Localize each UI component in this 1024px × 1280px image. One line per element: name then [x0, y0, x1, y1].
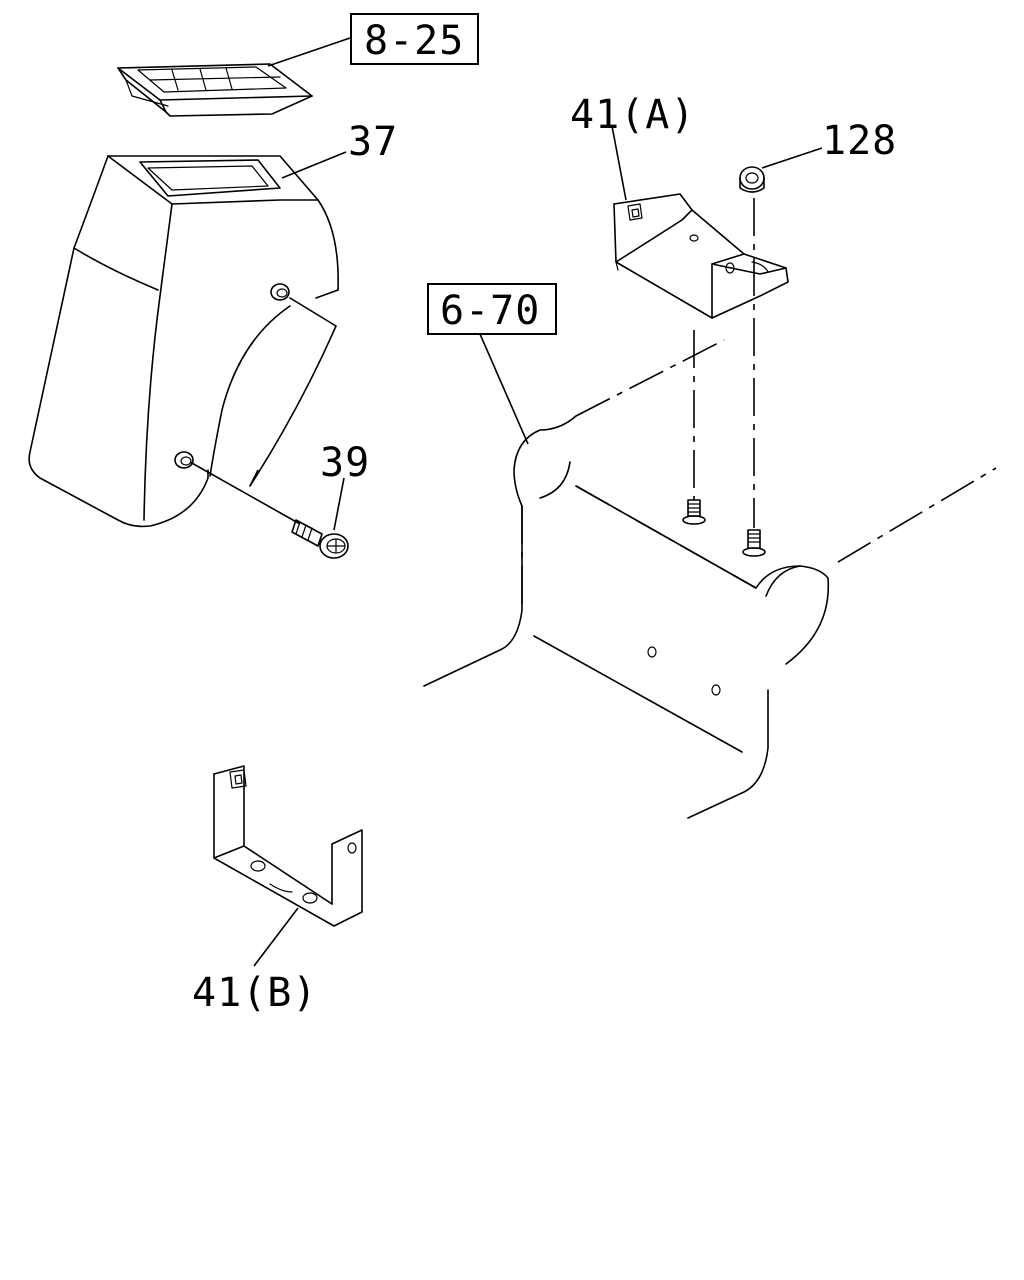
bolt-left	[682, 499, 706, 525]
callout-6-70[interactable]: 6-70	[427, 283, 557, 335]
label-part-37: 37	[348, 119, 398, 165]
assembly-centerlines	[249, 198, 755, 528]
bracket-41a	[613, 193, 789, 319]
label-part-41a: 41(A)	[570, 92, 695, 138]
callout-8-25-label: 8-25	[364, 18, 464, 64]
label-part-128: 128	[822, 118, 897, 164]
leader-lines	[253, 37, 823, 967]
console-cover-37	[28, 155, 339, 528]
bracket-41b	[213, 765, 363, 927]
bolt-right	[742, 529, 766, 557]
switch-panel-8-25	[117, 63, 313, 117]
label-part-41b: 41(B)	[192, 970, 317, 1016]
callout-8-25[interactable]: 8-25	[350, 13, 479, 65]
screw-39	[189, 461, 349, 559]
callout-6-70-label: 6-70	[440, 288, 540, 334]
panel-frame-6-70	[423, 339, 997, 819]
label-part-39: 39	[320, 440, 370, 486]
nut-128	[739, 166, 765, 193]
